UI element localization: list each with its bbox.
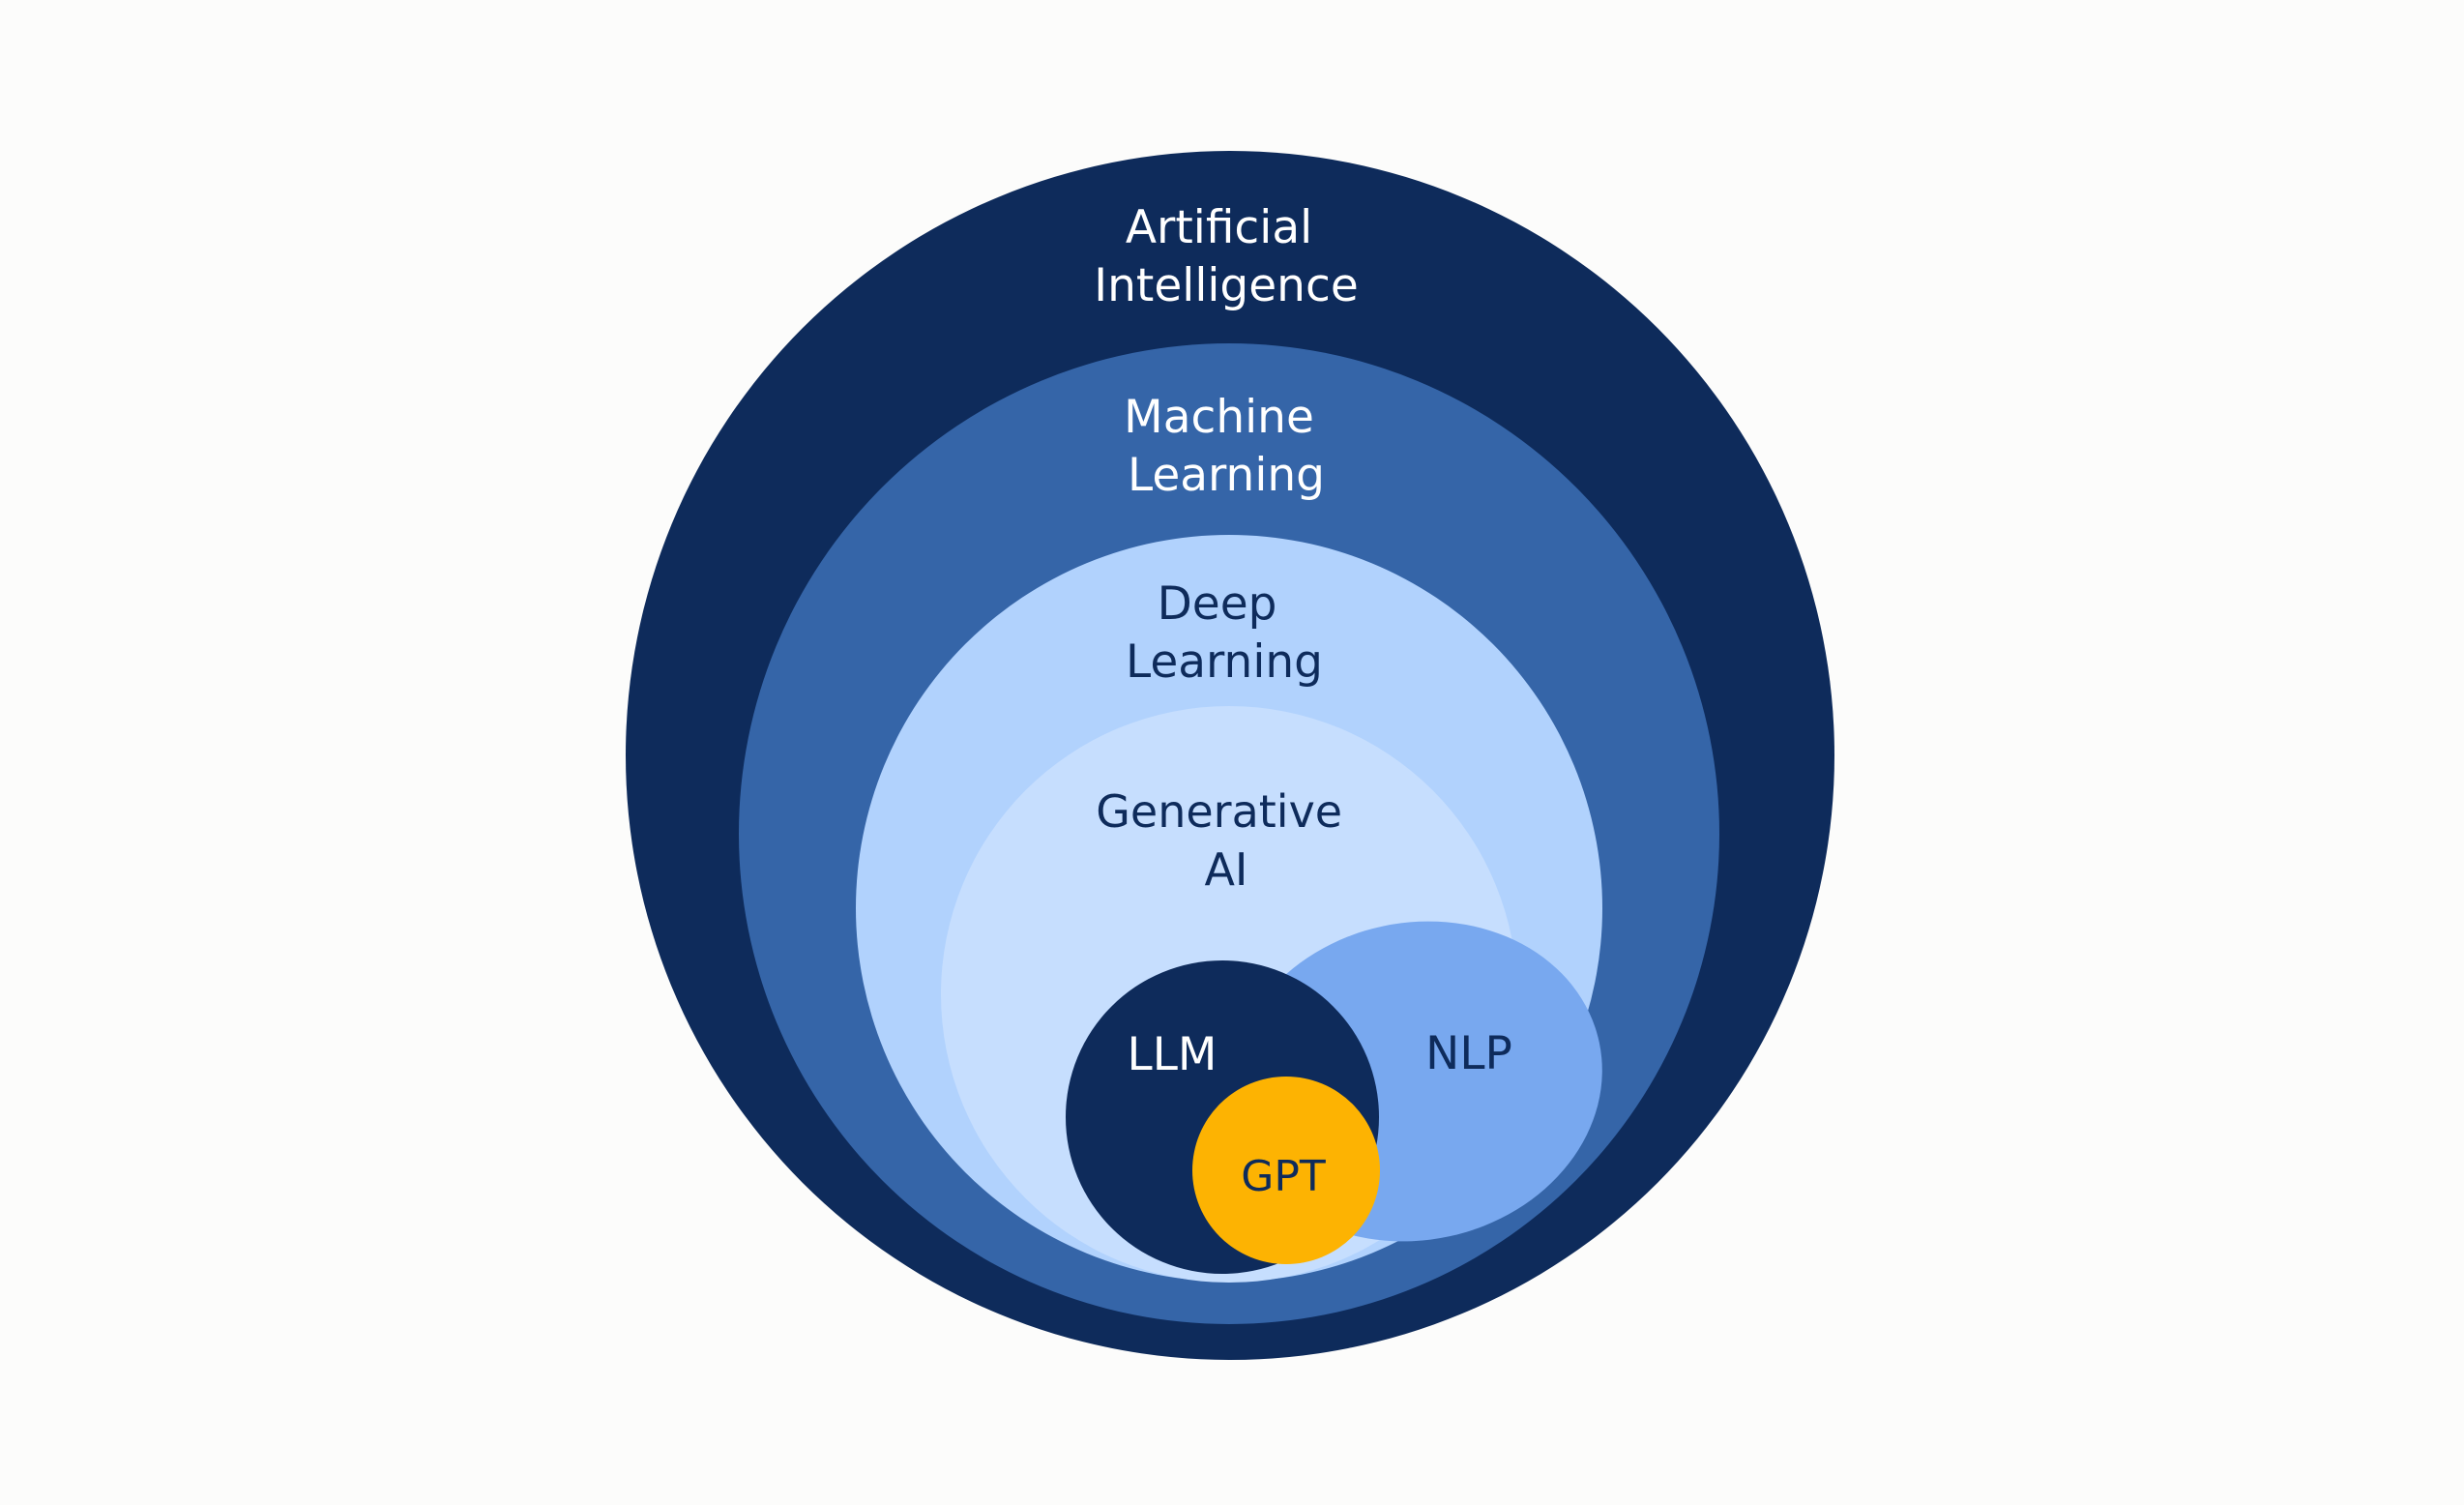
deep-learning-label-line2: Learning [1126,635,1323,689]
machine-learning-label-line1: Machine [1124,391,1314,444]
generative-ai-label-line1: Generative [1096,785,1342,838]
artificial-intelligence-label-line1: Artificial [1126,201,1312,254]
llm-label: LLM [1128,1028,1217,1081]
gpt-circle [1192,1077,1380,1264]
gpt-label: GPT [1241,1152,1326,1201]
artificial-intelligence-label-line2: Intelligence [1094,259,1358,312]
deep-learning-label-line1: Deep [1158,577,1277,631]
deep-learning-label: Deep Learning [1126,577,1323,689]
artificial-intelligence-label: Artificial Intelligence [1094,201,1358,312]
machine-learning-label-line2: Learning [1128,449,1325,502]
generative-ai-label: Generative AI [1096,785,1356,896]
machine-learning-label: Machine Learning [1124,391,1329,502]
nlp-label: NLP [1425,1027,1512,1080]
generative-ai-label-line2: AI [1204,843,1247,896]
